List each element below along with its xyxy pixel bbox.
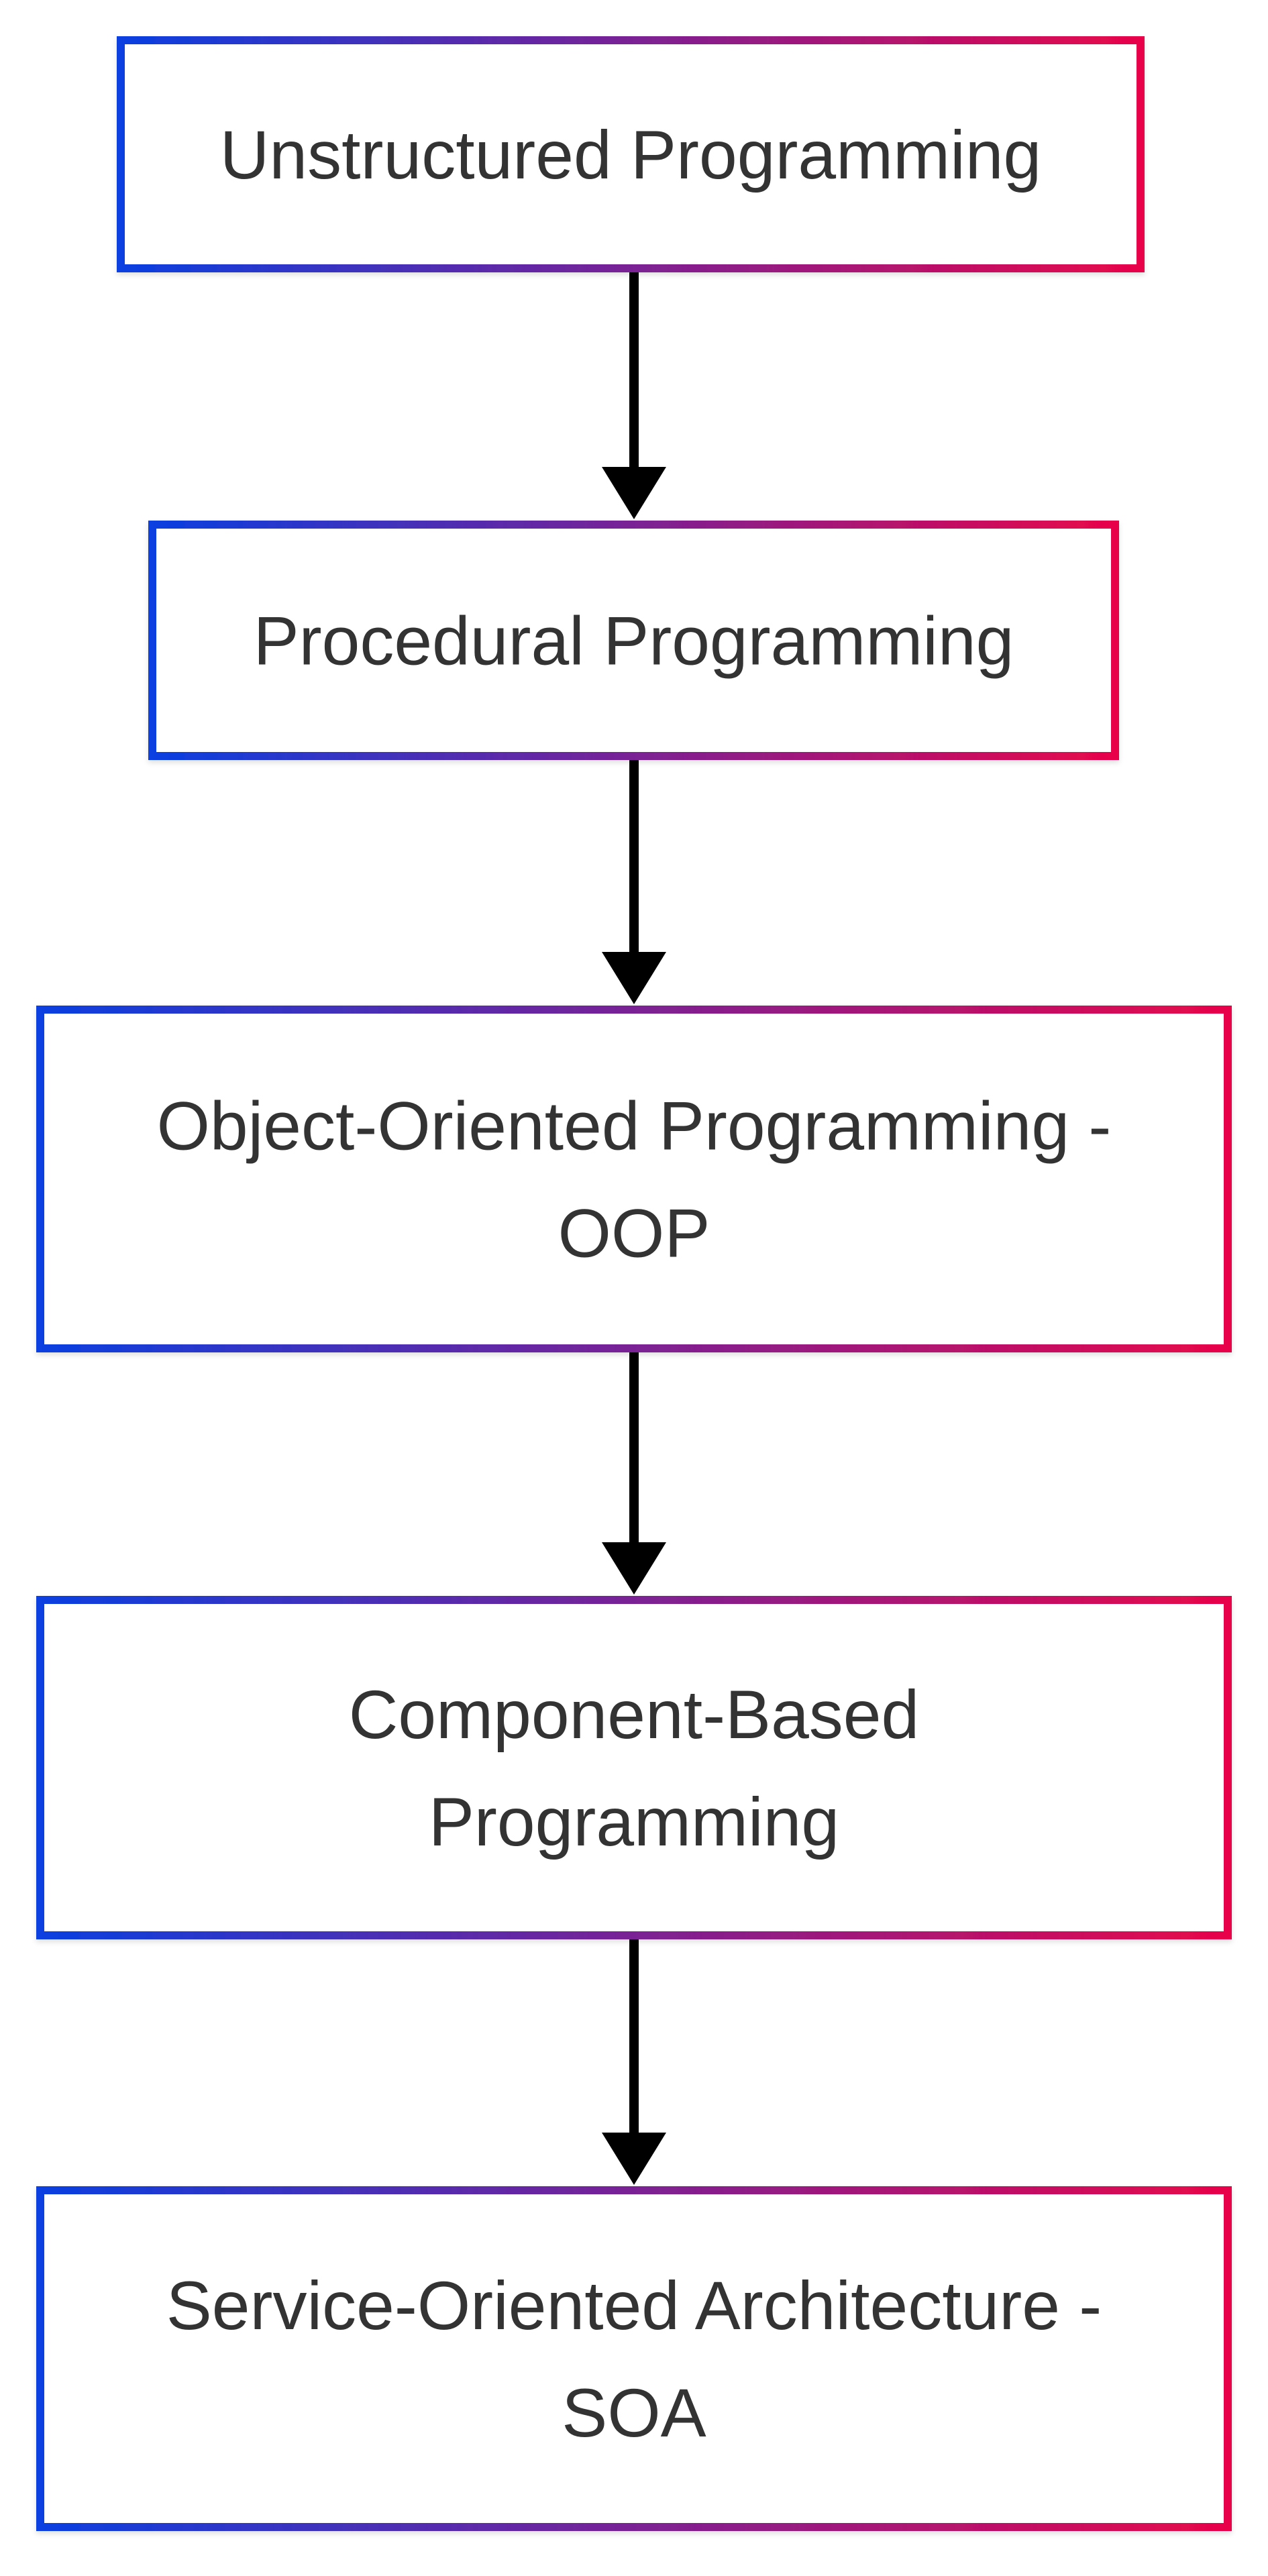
node-procedural: Procedural Programming	[148, 521, 1119, 760]
edge-arrow-procedural-to-oop	[602, 760, 666, 1004]
node-label-line: Procedural Programming	[254, 603, 1014, 680]
arrow-head	[602, 952, 666, 1004]
edge-arrow-oop-to-component	[602, 1352, 666, 1595]
node-soa: Service-Oriented Architecture - SOA	[36, 2186, 1232, 2531]
node-unstructured: Unstructured Programming	[117, 36, 1145, 272]
node-box	[148, 521, 1119, 760]
arrow-head	[602, 1542, 666, 1595]
node-label-line: Object-Oriented Programming -	[157, 1088, 1112, 1165]
node-label-line: Programming	[429, 1784, 839, 1860]
node-label-line: Service-Oriented Architecture -	[166, 2267, 1102, 2344]
node-oop: Object-Oriented Programming - OOP	[36, 1006, 1232, 1352]
node-box	[36, 2186, 1232, 2531]
arrow-head	[602, 2133, 666, 2185]
node-label-line: OOP	[558, 1195, 710, 1272]
node-box	[36, 1596, 1232, 1939]
edges-layer	[602, 272, 666, 2185]
node-label-line: Unstructured Programming	[220, 117, 1041, 193]
node-label-line: Component-Based	[349, 1676, 920, 1753]
node-box	[117, 36, 1145, 272]
edge-arrow-component-to-soa	[602, 1939, 666, 2185]
arrow-head	[602, 467, 666, 519]
node-label-line: SOA	[562, 2375, 706, 2451]
node-box	[36, 1006, 1232, 1352]
edge-arrow-unstructured-to-procedural	[602, 272, 666, 519]
